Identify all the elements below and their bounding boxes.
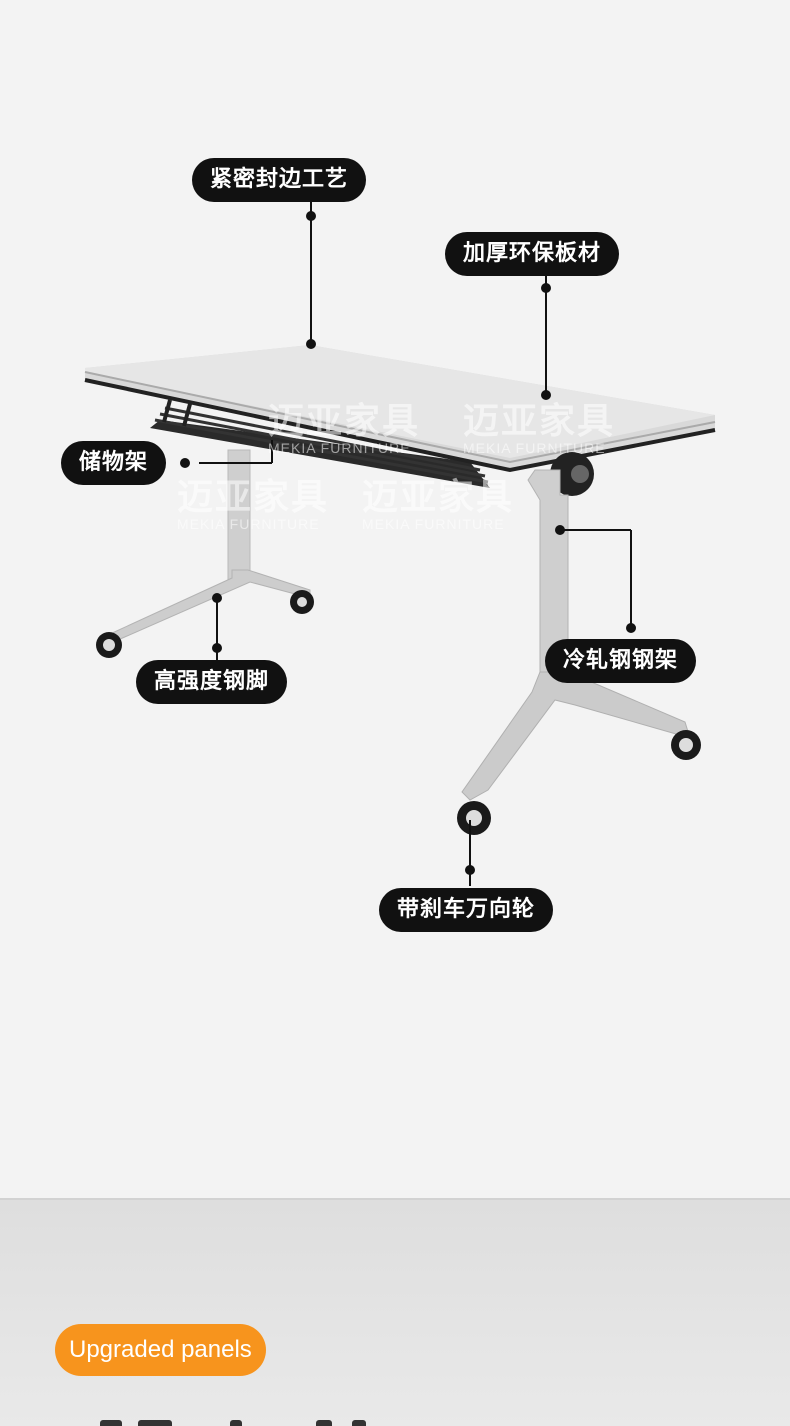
callout-edge-banding: 紧密封边工艺	[192, 158, 367, 202]
callout-brake-casters: 带刹车万向轮	[379, 888, 554, 932]
hinge-knob-icon	[550, 452, 594, 496]
back-leg-base	[109, 569, 311, 641]
table-top-shape	[84, 345, 716, 473]
front-right-caster-icon	[671, 730, 701, 760]
callout-leader-lines	[199, 201, 632, 886]
callout-steel-legs: 高强度钢脚	[136, 660, 288, 704]
front-left-caster-icon	[457, 801, 491, 835]
upgraded-panels-section: Upgraded panels	[0, 1198, 790, 1426]
cropped-next-heading	[90, 1416, 370, 1426]
section-badge: Upgraded panels	[55, 1324, 266, 1376]
back-right-caster-icon	[290, 590, 314, 614]
callout-cold-rolled-frame: 冷轧钢钢架	[545, 639, 697, 683]
callout-dots	[180, 211, 636, 875]
back-left-caster-icon	[96, 632, 122, 658]
callout-thick-board: 加厚环保板材	[445, 232, 620, 276]
storage-rack-shape	[150, 399, 490, 488]
back-leg-post	[227, 449, 251, 581]
callout-storage-rack: 储物架	[61, 441, 167, 485]
front-leg-base	[461, 671, 691, 801]
folding-table-illustration	[84, 201, 716, 886]
product-scene: 迈亚家具 MEKIA FURNITURE 迈亚家具 MEKIA FURNITUR…	[61, 158, 716, 932]
